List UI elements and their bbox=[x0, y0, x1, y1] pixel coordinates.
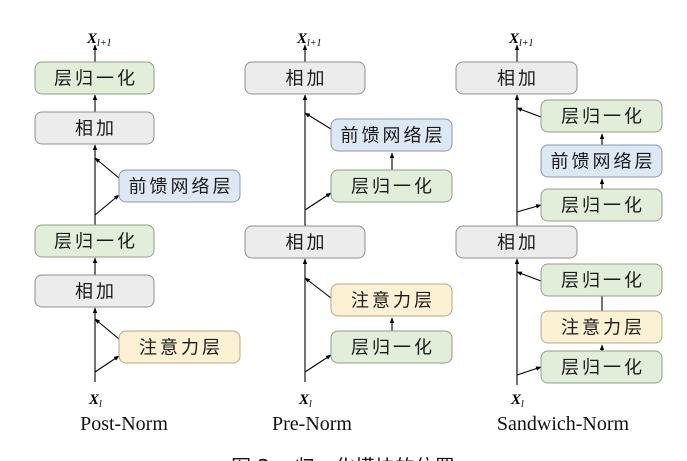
arrow bbox=[516, 204, 542, 213]
attention-block bbox=[330, 283, 453, 317]
layer-norm-block bbox=[540, 188, 663, 222]
figure-caption: 图 2.x 归一化模块的位置 bbox=[231, 455, 455, 461]
add-block bbox=[244, 61, 366, 95]
pre-norm-title: Pre-Norm bbox=[272, 413, 352, 435]
add-block bbox=[34, 274, 155, 308]
feed-forward-block bbox=[118, 169, 241, 203]
layer-norm-block bbox=[34, 61, 155, 95]
attention-block-label: 注意力层 bbox=[351, 291, 435, 312]
output-variable-label: Xl+1 bbox=[508, 31, 534, 49]
output-variable-label: Xl+1 bbox=[86, 31, 112, 49]
arrow bbox=[304, 354, 332, 373]
layer-norm-block bbox=[330, 330, 453, 364]
add-block-label: 相加 bbox=[497, 69, 539, 90]
add-block-label: 相加 bbox=[497, 233, 539, 254]
layer-norm-block bbox=[540, 263, 663, 297]
layer-norm-block bbox=[540, 350, 663, 384]
feed-forward-block bbox=[540, 144, 663, 178]
add-block-label: 相加 bbox=[75, 282, 117, 303]
layer-norm-block bbox=[540, 99, 663, 133]
layer-norm-block-label: 层归一化 bbox=[54, 232, 138, 253]
arrow bbox=[516, 107, 542, 118]
arrow bbox=[304, 112, 332, 130]
post-norm-title: Post-Norm bbox=[80, 413, 168, 435]
arrow bbox=[516, 366, 542, 376]
feed-forward-block bbox=[330, 118, 453, 152]
attention-block bbox=[540, 310, 663, 344]
feed-forward-block-label: 前馈网络层 bbox=[551, 152, 656, 173]
sandwich-norm-title: Sandwich-Norm bbox=[497, 413, 630, 435]
add-block-label: 相加 bbox=[286, 233, 328, 254]
attention-block bbox=[118, 330, 241, 364]
layer-norm-block-label: 层归一化 bbox=[54, 69, 138, 90]
input-variable-label: Xl bbox=[298, 392, 312, 410]
arrow bbox=[94, 194, 120, 216]
attention-block-label: 注意力层 bbox=[139, 338, 223, 359]
add-block bbox=[455, 225, 578, 259]
add-block bbox=[455, 61, 578, 95]
layer-norm-block bbox=[330, 169, 453, 203]
layer-norm-block-label: 层归一化 bbox=[351, 177, 435, 198]
layer-norm-block-label: 层归一化 bbox=[561, 196, 645, 217]
arrow bbox=[94, 318, 120, 340]
add-block bbox=[34, 111, 155, 145]
input-variable-label: Xl bbox=[88, 392, 102, 410]
labels: 层归一化相加前馈网络层层归一化相加注意力层Xl+1XlPost-Norm相加前馈… bbox=[54, 31, 656, 461]
layer-norm-block-label: 层归一化 bbox=[561, 271, 645, 292]
add-block bbox=[244, 225, 366, 259]
arrow bbox=[94, 157, 120, 179]
add-block-label: 相加 bbox=[75, 119, 117, 140]
layer-norm-block bbox=[34, 224, 155, 258]
add-block-label: 相加 bbox=[286, 69, 328, 90]
output-variable-label: Xl+1 bbox=[296, 31, 322, 49]
layer-norm-block-label: 层归一化 bbox=[561, 107, 645, 128]
layer-norm-block-label: 层归一化 bbox=[351, 338, 435, 359]
input-variable-label: Xl bbox=[510, 392, 524, 410]
feed-forward-block-label: 前馈网络层 bbox=[129, 177, 234, 198]
arrow bbox=[304, 192, 332, 211]
arrow bbox=[304, 277, 332, 299]
connection-arrows bbox=[92, 44, 605, 385]
attention-block-label: 注意力层 bbox=[561, 318, 645, 339]
arrow bbox=[94, 355, 120, 373]
feed-forward-block-label: 前馈网络层 bbox=[341, 126, 446, 147]
layer-norm-block-label: 层归一化 bbox=[561, 358, 645, 379]
arrow bbox=[516, 271, 542, 282]
blocks bbox=[34, 61, 663, 384]
